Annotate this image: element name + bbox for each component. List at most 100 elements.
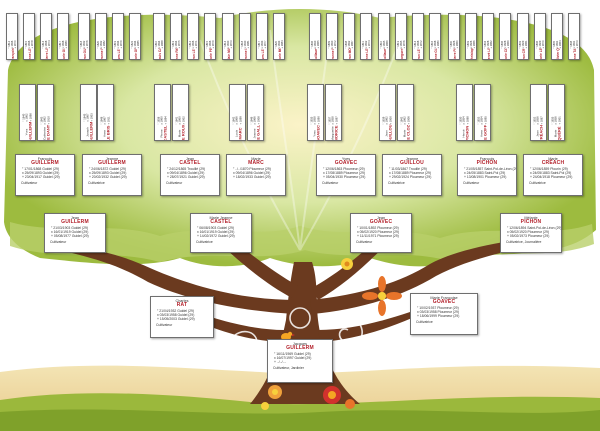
person-event-line: + 05/04/1930 Ploumeur (29) [323, 175, 366, 180]
person-event-line: ° 06/08/1903 Guidel (29) [197, 225, 234, 230]
flower-orange-bottom [268, 385, 282, 399]
flower-red-bottom [323, 386, 341, 404]
person-name: Marie PERON [209, 48, 213, 60]
person-occupation: Cultivateur [156, 322, 173, 327]
person-event-line: + ../../.... [274, 360, 287, 365]
person-name: Anne TANGUY [573, 48, 577, 60]
person-event-line: x 16/07/1997 Guidel (29) [274, 356, 312, 361]
person-event-line: x 1858 [313, 115, 317, 124]
person-first-name: Mélanie [524, 216, 538, 220]
person-event-line: x 1862 [43, 115, 47, 124]
person-occupation: Cultivatrice, Journalière [506, 239, 542, 244]
person-event-line: + 1876 [403, 39, 407, 48]
person-event-line: x 24/05/1883 Saint-Pol (29) [530, 171, 572, 176]
person-occupation: Cultivateur, Jardinier [273, 365, 304, 370]
person-name: Marie GUÉGAN [62, 48, 66, 60]
person-event-line: + 1908 [256, 115, 260, 124]
